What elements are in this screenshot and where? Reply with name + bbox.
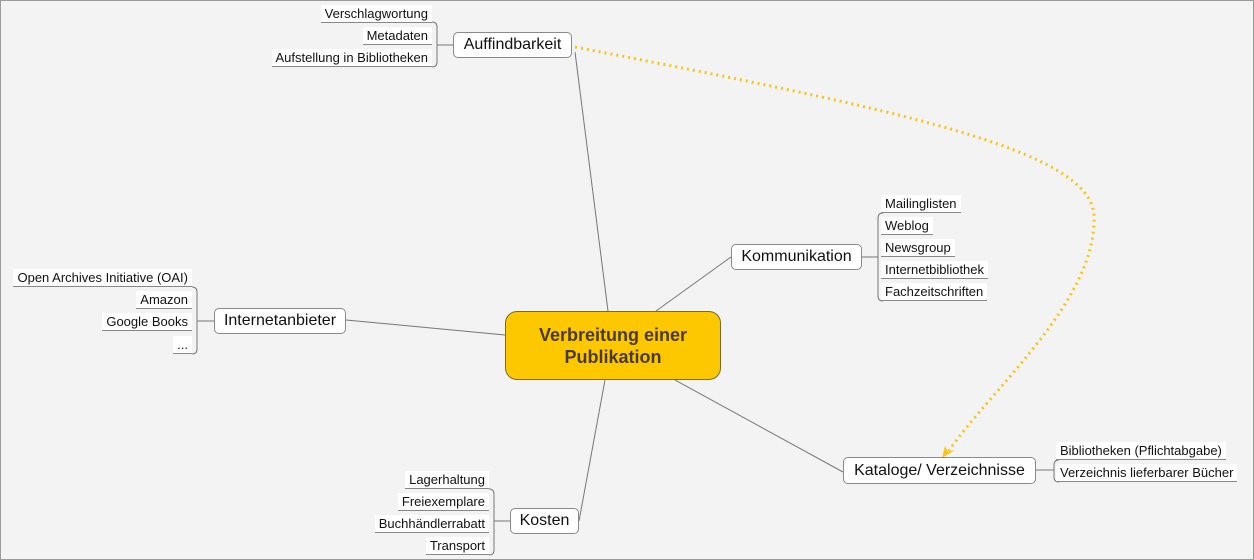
branch-kommunikation xyxy=(655,256,732,312)
branch-internetanbieter xyxy=(345,319,506,336)
bracket-auffindbarkeit xyxy=(431,21,453,68)
topic-internetanbieter[interactable]: Internetanbieter xyxy=(214,308,346,334)
subtopic[interactable]: Google Books xyxy=(102,313,192,331)
subtopic[interactable]: Metadaten xyxy=(362,27,432,45)
topic-auffindbarkeit[interactable]: Auffindbarkeit xyxy=(453,32,572,58)
topic-kataloge[interactable]: Kataloge/ Verzeichnisse xyxy=(843,457,1036,484)
subtopic[interactable]: Buchhändlerrabatt xyxy=(374,515,489,533)
bracket-kosten xyxy=(488,488,510,556)
subtopic[interactable]: Open Archives Initiative (OAI) xyxy=(13,269,192,287)
subtopic[interactable]: Bibliotheken (Pflichtabgabe) xyxy=(1056,442,1226,460)
relationship-arrow xyxy=(574,45,1096,453)
subtopic[interactable]: Weblog xyxy=(881,217,933,235)
topic-kommunikation[interactable]: Kommunikation xyxy=(731,244,862,270)
bracket-internetanbieter xyxy=(191,286,214,355)
subtopic[interactable]: Internetbibliothek xyxy=(881,261,989,279)
subtopic[interactable]: Amazon xyxy=(136,291,192,309)
branch-auffindbarkeit xyxy=(574,51,609,312)
subtopic[interactable]: Transport xyxy=(425,537,489,555)
subtopic[interactable]: Mailinglisten xyxy=(881,195,961,213)
subtopic[interactable]: Aufstellung in Bibliotheken xyxy=(271,49,432,67)
subtopic[interactable]: Lagerhaltung xyxy=(405,471,489,489)
topic-kosten[interactable]: Kosten xyxy=(510,508,579,534)
subtopic[interactable]: Fachzeitschriften xyxy=(881,283,988,301)
subtopic[interactable]: Verschlagwortung xyxy=(320,5,432,23)
subtopic[interactable]: Freiexemplare xyxy=(397,493,489,511)
arrowhead-icon xyxy=(942,446,955,458)
branch-kosten xyxy=(578,379,606,522)
subtopic[interactable]: Newsgroup xyxy=(881,239,955,257)
bracket-kommunikation xyxy=(862,212,884,302)
branch-kataloge xyxy=(674,379,844,473)
subtopic[interactable]: Verzeichnis lieferbarer Bücher xyxy=(1056,464,1238,482)
subtopic[interactable]: ... xyxy=(173,336,192,354)
